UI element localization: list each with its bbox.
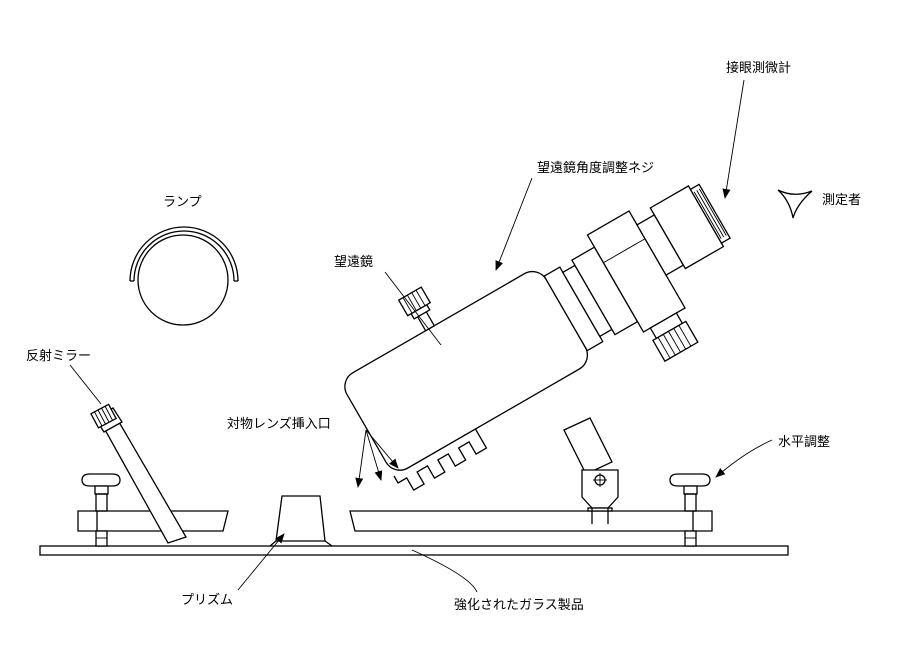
- label-prism: プリズム: [181, 592, 233, 608]
- telescope: [344, 183, 731, 491]
- left-frame-rail: [77, 510, 229, 532]
- labels: 接眼測微計 測定者 望遠鏡角度調整ネジ ランプ 望遠鏡 反射ミラー 対物レンズ挿…: [26, 60, 861, 613]
- label-reflecting-mirror: 反射ミラー: [26, 348, 91, 364]
- label-eyepiece-micrometer: 接眼測微計: [726, 60, 791, 76]
- lamp: [129, 226, 239, 326]
- prism: [269, 495, 333, 547]
- label-leveling: 水平調整: [778, 435, 830, 450]
- leader-lines: [69, 79, 773, 593]
- left-leveling-screw: [81, 473, 121, 547]
- observer-eye: [777, 189, 813, 219]
- label-lamp: ランプ: [163, 195, 202, 210]
- reflecting-mirror-assembly: [90, 403, 187, 544]
- label-telescope: 望遠鏡: [334, 254, 373, 270]
- telescope-support: [563, 417, 619, 524]
- right-leveling-screw: [669, 473, 711, 547]
- label-observer: 測定者: [822, 193, 861, 208]
- label-objective-lens-slot: 対物レンズ挿入口: [227, 416, 331, 432]
- right-frame-rail: [349, 510, 713, 532]
- label-glass-product: 強化されたガラス製品: [454, 598, 584, 613]
- eyepiece-micrometer-knurl: [693, 188, 727, 239]
- label-telescope-angle-screw: 望遠鏡角度調整ネジ: [537, 160, 654, 176]
